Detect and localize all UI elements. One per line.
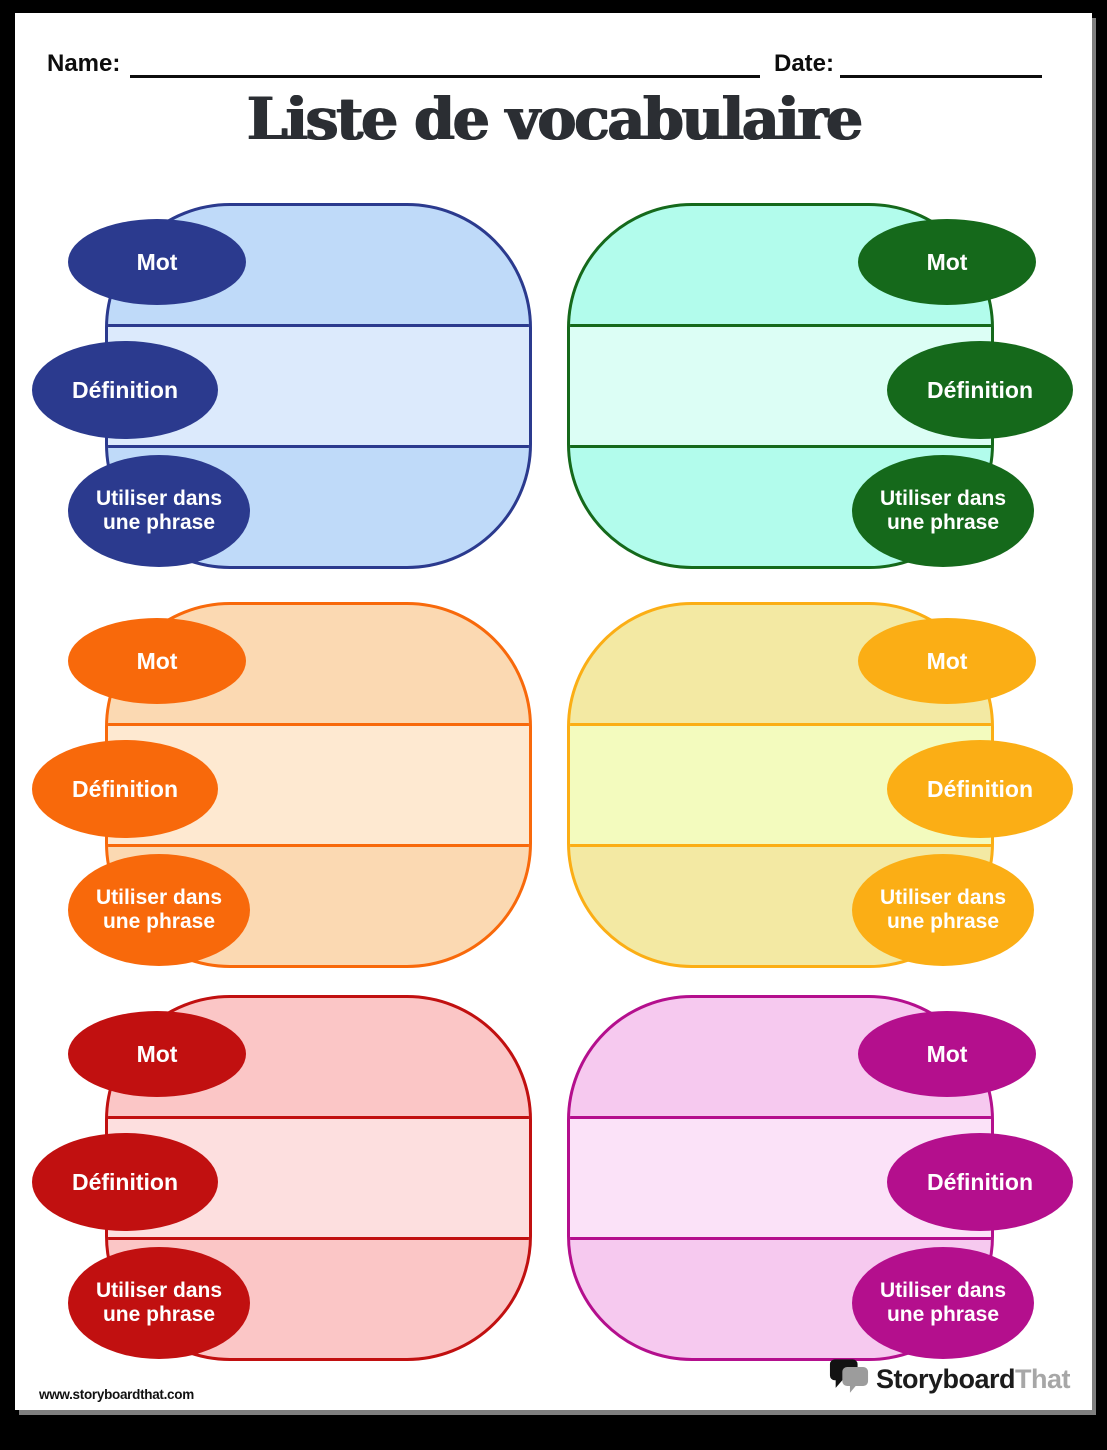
word-label: Mot <box>926 647 968 674</box>
sentence-label: Utiliser dans une phrase <box>879 1278 1007 1326</box>
vocab-card-green: Mot Définition Utiliser dans une phrase <box>567 203 1073 569</box>
definition-label: Définition <box>926 1168 1034 1195</box>
vocab-card-magenta: Mot Définition Utiliser dans une phrase <box>567 995 1073 1361</box>
word-label-ellipse: Mot <box>858 618 1036 704</box>
definition-label: Définition <box>71 376 179 403</box>
definition-label-ellipse: Définition <box>887 740 1073 838</box>
speech-bubbles-icon <box>829 1358 869 1400</box>
sentence-label-ellipse: Utiliser dans une phrase <box>852 1247 1034 1359</box>
word-label-ellipse: Mot <box>68 1011 246 1097</box>
sentence-label: Utiliser dans une phrase <box>879 885 1007 933</box>
vocab-card-orange: Mot Définition Utiliser dans une phrase <box>32 602 532 968</box>
page-title: Liste de vocabulaire <box>246 85 862 153</box>
logo-text: StoryboardThat <box>875 1363 1071 1395</box>
definition-label: Définition <box>71 1168 179 1195</box>
header-row: Name: Date: <box>47 51 1042 78</box>
date-input-line[interactable] <box>840 51 1042 78</box>
word-label: Mot <box>926 248 968 275</box>
sentence-label: Utiliser dans une phrase <box>95 885 223 933</box>
sentence-label: Utiliser dans une phrase <box>95 486 223 534</box>
website-url: www.storyboardthat.com <box>39 1387 194 1402</box>
worksheet-page: Name: Date: Liste de vocabulaire Mot Déf… <box>15 13 1092 1410</box>
storyboardthat-logo: StoryboardThat <box>829 1358 1071 1400</box>
sentence-label: Utiliser dans une phrase <box>95 1278 223 1326</box>
word-label: Mot <box>926 1040 968 1067</box>
definition-label-ellipse: Définition <box>32 740 218 838</box>
name-label: Name: <box>47 50 121 77</box>
word-label: Mot <box>136 1040 178 1067</box>
definition-label: Définition <box>926 775 1034 802</box>
sentence-label-ellipse: Utiliser dans une phrase <box>852 455 1034 567</box>
word-label-ellipse: Mot <box>68 219 246 305</box>
logo-text-that: That <box>1015 1363 1071 1394</box>
word-label: Mot <box>136 647 178 674</box>
definition-label: Définition <box>926 376 1034 403</box>
definition-label-ellipse: Définition <box>32 341 218 439</box>
sentence-label: Utiliser dans une phrase <box>879 486 1007 534</box>
definition-label-ellipse: Définition <box>32 1133 218 1231</box>
word-label-ellipse: Mot <box>858 1011 1036 1097</box>
name-input-line[interactable] <box>130 51 760 78</box>
vocab-card-yellow: Mot Définition Utiliser dans une phrase <box>567 602 1073 968</box>
sentence-label-ellipse: Utiliser dans une phrase <box>852 854 1034 966</box>
logo-text-storyboard: Storyboard <box>875 1363 1016 1394</box>
sentence-label-ellipse: Utiliser dans une phrase <box>68 455 250 567</box>
definition-label: Définition <box>71 775 179 802</box>
vocab-card-blue: Mot Définition Utiliser dans une phrase <box>32 203 532 569</box>
word-label: Mot <box>136 248 178 275</box>
definition-label-ellipse: Définition <box>887 341 1073 439</box>
definition-label-ellipse: Définition <box>887 1133 1073 1231</box>
word-label-ellipse: Mot <box>68 618 246 704</box>
date-label: Date: <box>773 50 834 77</box>
vocab-card-red: Mot Définition Utiliser dans une phrase <box>32 995 532 1361</box>
sentence-label-ellipse: Utiliser dans une phrase <box>68 854 250 966</box>
word-label-ellipse: Mot <box>858 219 1036 305</box>
sentence-label-ellipse: Utiliser dans une phrase <box>68 1247 250 1359</box>
